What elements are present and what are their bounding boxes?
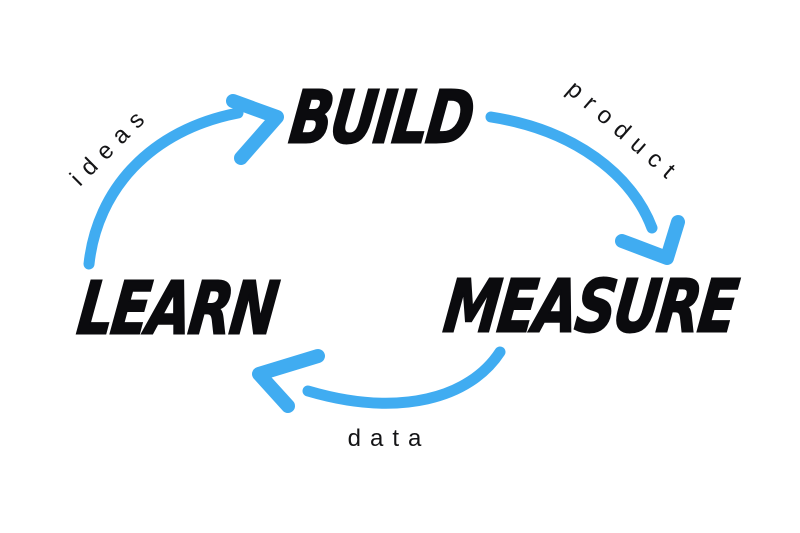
node-learn: LEARN	[72, 266, 281, 352]
arrow-measure-to-learn	[252, 346, 506, 413]
node-measure: MEASURE	[439, 264, 742, 350]
arrowhead-icon	[252, 349, 325, 413]
edge-label-data: data	[347, 425, 431, 452]
node-build: BUILD	[284, 75, 477, 161]
arrow-shaft	[485, 111, 658, 234]
arrow-shaft	[83, 107, 244, 270]
arrow-build-to-measure	[485, 111, 685, 265]
arrowhead-icon	[615, 215, 685, 265]
arrow-shaft	[302, 346, 506, 409]
arrow-learn-to-build	[83, 94, 284, 270]
arrowhead-icon	[226, 94, 284, 165]
